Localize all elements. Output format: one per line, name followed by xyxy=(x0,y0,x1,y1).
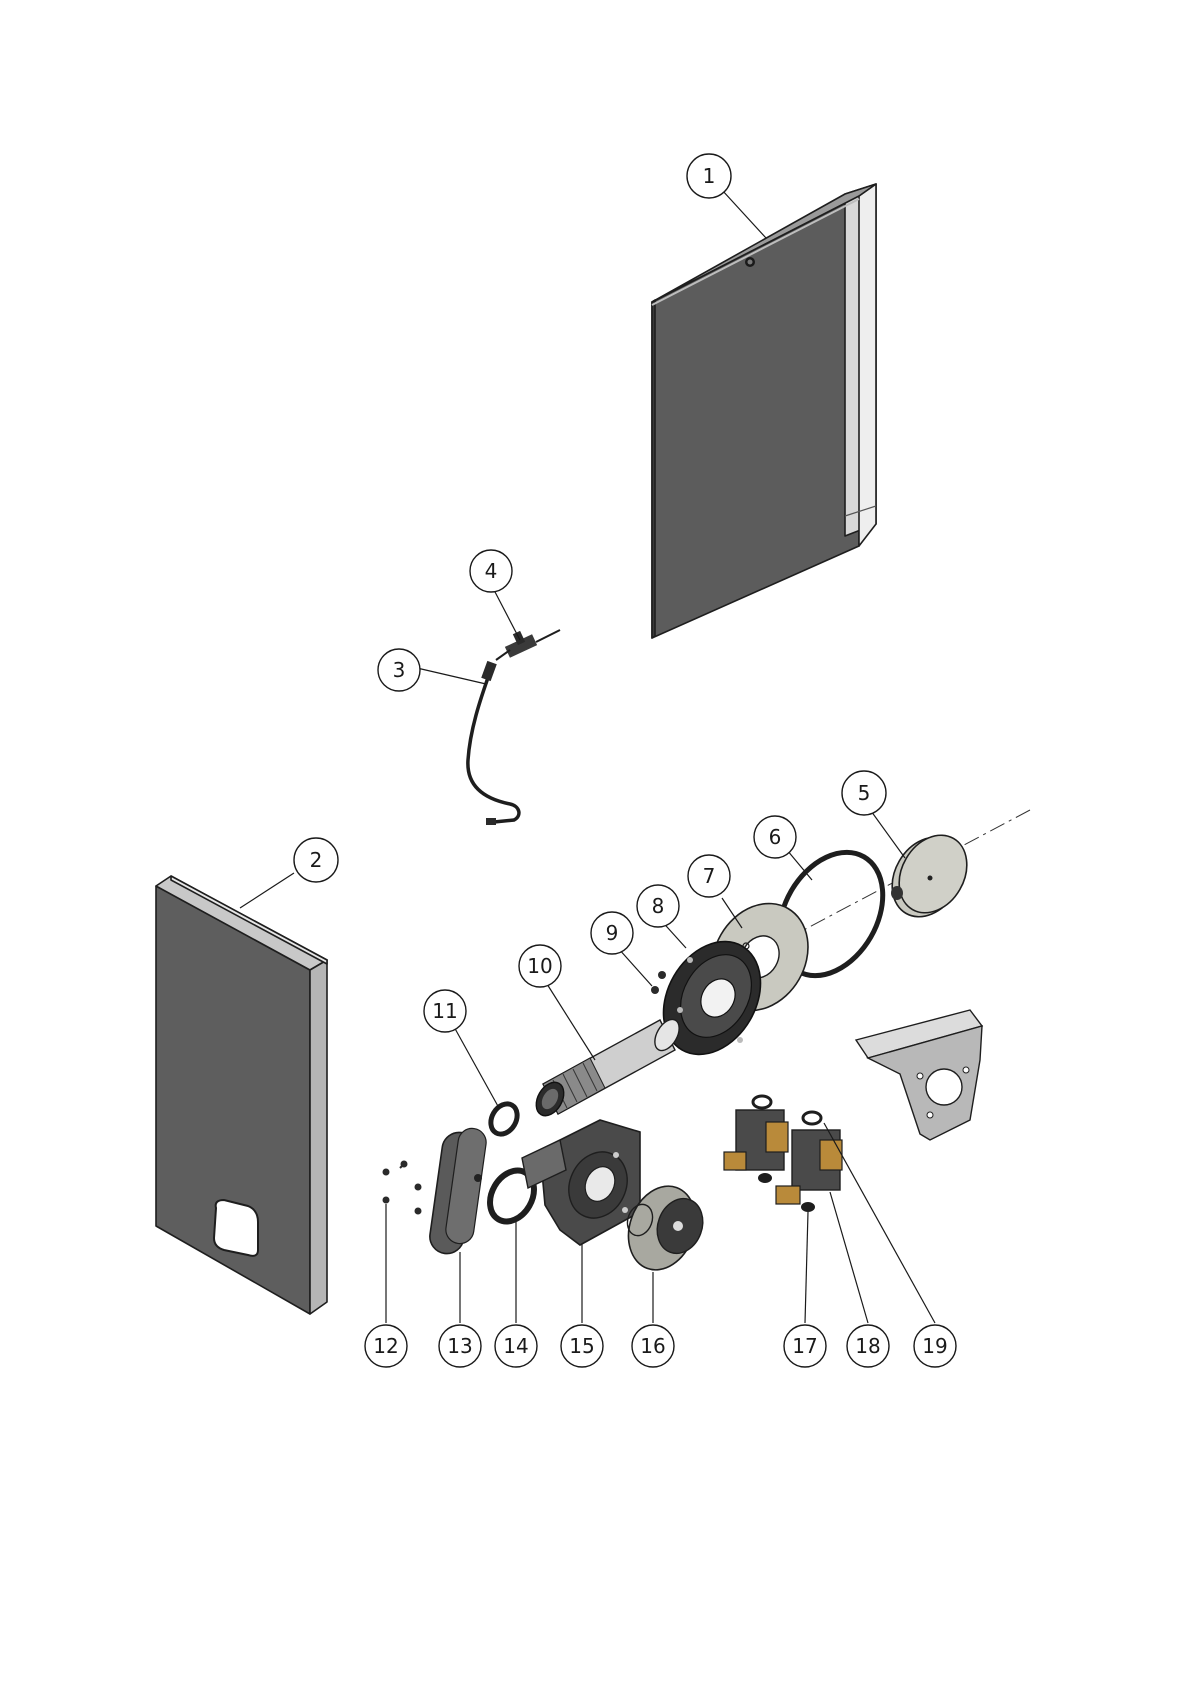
callout-1: 1 xyxy=(687,154,731,198)
part-9-nuts xyxy=(651,971,666,994)
callout-18-label: 18 xyxy=(855,1334,880,1358)
callout-5: 5 xyxy=(842,771,886,815)
part-12-screws xyxy=(383,1161,422,1215)
part-3-ignition-cable xyxy=(468,661,519,825)
callout-14: 14 xyxy=(495,1325,537,1367)
callout-10: 10 xyxy=(519,945,561,987)
part-2-side-panel xyxy=(156,876,327,1314)
callout-5-label: 5 xyxy=(858,781,871,805)
callout-10-label: 10 xyxy=(527,954,552,978)
part-10-burner-tube xyxy=(531,1015,685,1120)
callout-7-label: 7 xyxy=(703,864,716,888)
callout-3-label: 3 xyxy=(393,658,406,682)
callout-11-label: 11 xyxy=(432,999,457,1023)
callout-19: 19 xyxy=(914,1325,956,1367)
callout-9-label: 9 xyxy=(606,921,619,945)
callout-1-label: 1 xyxy=(703,164,716,188)
callout-4: 4 xyxy=(470,550,512,592)
part-18-gas-valve xyxy=(724,1096,842,1204)
callout-18: 18 xyxy=(847,1325,889,1367)
callout-14-label: 14 xyxy=(503,1334,528,1358)
callout-2-label: 2 xyxy=(310,848,323,872)
callout-16: 16 xyxy=(632,1325,674,1367)
mounting-bracket xyxy=(856,1010,982,1140)
callout-19-label: 19 xyxy=(922,1334,947,1358)
callout-15: 15 xyxy=(561,1325,603,1367)
callout-16-label: 16 xyxy=(640,1334,665,1358)
part-11-small-gasket xyxy=(486,1099,523,1139)
part-5-disc-cover xyxy=(878,823,980,929)
part-19-o-ring xyxy=(803,1112,821,1124)
callout-8: 8 xyxy=(637,885,679,927)
callout-2: 2 xyxy=(294,838,338,882)
callout-15-label: 15 xyxy=(569,1334,594,1358)
callout-6-label: 6 xyxy=(769,825,782,849)
callout-17-label: 17 xyxy=(792,1334,817,1358)
callout-17: 17 xyxy=(784,1325,826,1367)
part-15-fan-housing xyxy=(522,1120,640,1245)
callout-13: 13 xyxy=(439,1325,481,1367)
callout-12: 12 xyxy=(365,1325,407,1367)
part-13-inspection-cover xyxy=(428,1127,488,1256)
callout-7: 7 xyxy=(688,855,730,897)
callout-6: 6 xyxy=(754,816,796,858)
callout-13-label: 13 xyxy=(447,1334,472,1358)
callout-11: 11 xyxy=(424,990,466,1032)
part-4-ignition-electrode xyxy=(496,630,560,660)
callout-8-label: 8 xyxy=(652,894,665,918)
callout-4-label: 4 xyxy=(485,559,498,583)
callout-12-label: 12 xyxy=(373,1334,398,1358)
callout-3: 3 xyxy=(378,649,420,691)
part-1-front-cover xyxy=(652,184,876,638)
callout-9: 9 xyxy=(591,912,633,954)
